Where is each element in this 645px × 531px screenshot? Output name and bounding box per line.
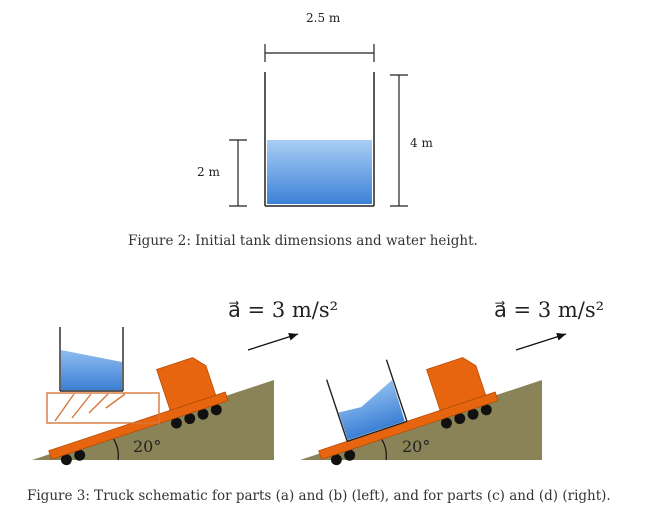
right-angle-label: 20°	[402, 437, 431, 456]
tank-height-label: 4 m	[410, 136, 433, 150]
left-angle-label: 20°	[133, 437, 162, 456]
figure-3-caption: Figure 3: Truck schematic for parts (a) …	[27, 488, 611, 504]
right-acceleration-arrow	[515, 333, 567, 351]
left-acceleration-label: a⃗ = 3 m/s²	[228, 298, 339, 322]
right-acceleration-label: a⃗ = 3 m/s²	[494, 298, 605, 322]
tank-height-dimension	[390, 74, 408, 207]
right-tank-water	[338, 379, 405, 441]
tank-width-label: 2.5 m	[306, 11, 341, 25]
right-truck-schematic	[300, 333, 567, 466]
left-support-frame	[46, 392, 160, 424]
left-flatbed	[48, 391, 229, 460]
water-height-label: 2 m	[197, 165, 220, 179]
figure-2-caption: Figure 2: Initial tank dimensions and wa…	[128, 233, 478, 249]
width-dimension	[264, 44, 375, 62]
left-truck-schematic	[32, 327, 299, 466]
right-wheels	[330, 404, 492, 466]
left-acceleration-arrow	[247, 333, 299, 351]
right-tank	[325, 359, 408, 442]
water-height-dimension	[229, 139, 247, 207]
tank-walls	[264, 72, 375, 207]
tank-figure	[229, 44, 408, 207]
left-tank-water	[61, 350, 122, 390]
tank-water	[267, 140, 372, 204]
left-tank	[59, 327, 124, 392]
left-wheels	[60, 404, 222, 466]
left-cab	[156, 357, 217, 411]
right-cab	[426, 357, 487, 411]
